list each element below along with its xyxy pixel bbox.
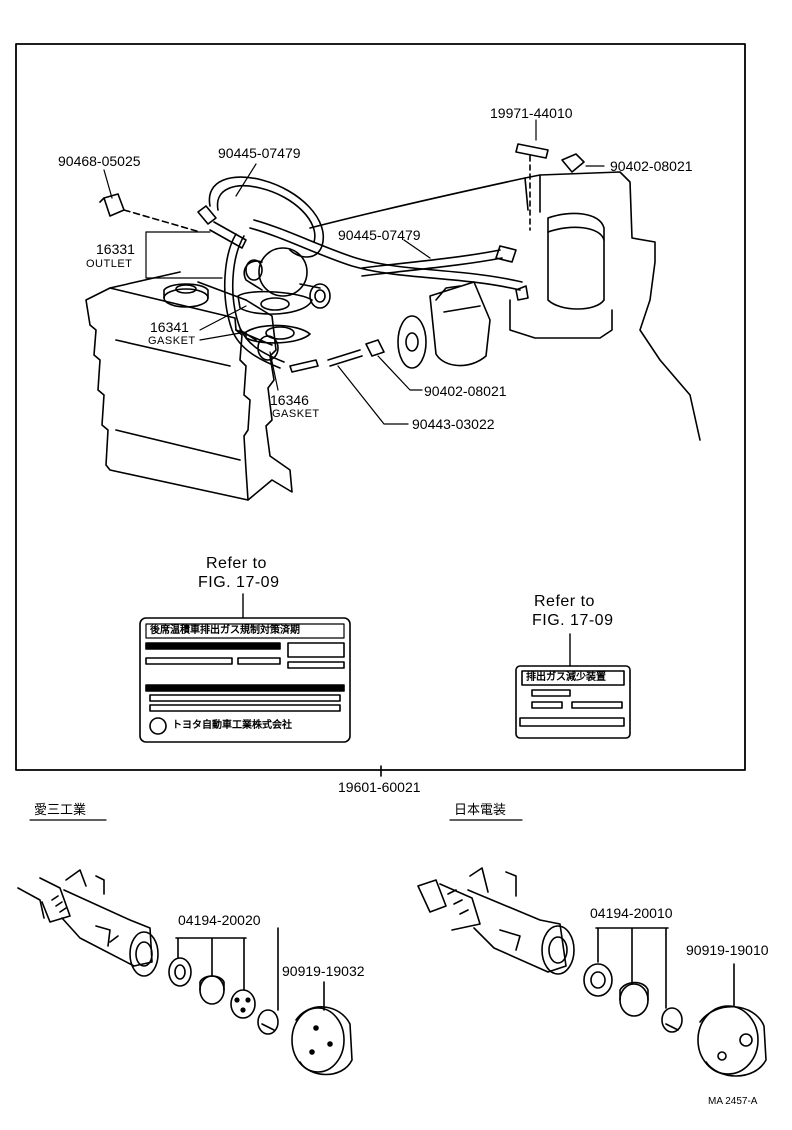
right-switch-assembly: [417, 867, 767, 1077]
part-label-16346: 16346: [270, 392, 309, 408]
part-label-16341: 16341: [150, 319, 189, 335]
part-label-90445-07479-top: 90445-07479: [218, 145, 301, 161]
part-label-19601-60021: 19601-60021: [338, 779, 421, 795]
refer-fig-left: FIG. 17-09: [198, 574, 280, 591]
part-label-90443-03022: 90443-03022: [412, 416, 495, 432]
part-label-16331: 16331: [96, 241, 135, 257]
part-label-90919-19010: 90919-19010: [686, 942, 769, 958]
connector-drawing: [99, 143, 585, 301]
refer-to-right: Refer to: [534, 593, 595, 610]
part-label-90402-08021-top: 90402-08021: [610, 158, 693, 174]
large-plate-title: 後席温積車排出ガス規制対策済期: [150, 625, 300, 636]
maker-right: 日本電装: [454, 803, 507, 818]
part-label-90919-19032: 90919-19032: [282, 963, 365, 979]
gasket-label-1: GASKET: [148, 335, 196, 347]
water-outlet-drawing: [237, 247, 331, 361]
refer-to-left: Refer to: [206, 555, 267, 572]
distributor-drawing: [397, 281, 491, 369]
part-label-04194-20020: 04194-20020: [178, 912, 261, 928]
part-label-19971-44010: 19971-44010: [490, 105, 573, 121]
small-plate-title: 排出ガス減少装置: [526, 672, 606, 683]
hose-drawing: [208, 176, 523, 369]
outlet-label: OUTLET: [86, 258, 133, 270]
leader-lines: [103, 119, 605, 425]
refer-fig-right: FIG. 17-09: [532, 612, 614, 629]
small-label-plate: [515, 665, 631, 739]
large-label-plate: [139, 617, 351, 743]
radiator-cap-drawing: [163, 283, 209, 308]
maker-left: 愛三工業: [34, 803, 87, 818]
part-label-90468-05025: 90468-05025: [58, 153, 141, 169]
engine-block-drawing: [309, 171, 701, 441]
drawing-code: MA 2457-A: [708, 1096, 758, 1107]
large-plate-company: トヨタ自動車工業株式会社: [172, 720, 292, 731]
part-label-90445-07479-mid: 90445-07479: [338, 227, 421, 243]
part-label-90402-08021-mid: 90402-08021: [424, 383, 507, 399]
left-switch-assembly: [17, 869, 353, 1076]
bolt-drawing: [289, 339, 385, 373]
gasket-label-2: GASKET: [272, 408, 320, 420]
part-label-04194-20010: 04194-20010: [590, 905, 673, 921]
